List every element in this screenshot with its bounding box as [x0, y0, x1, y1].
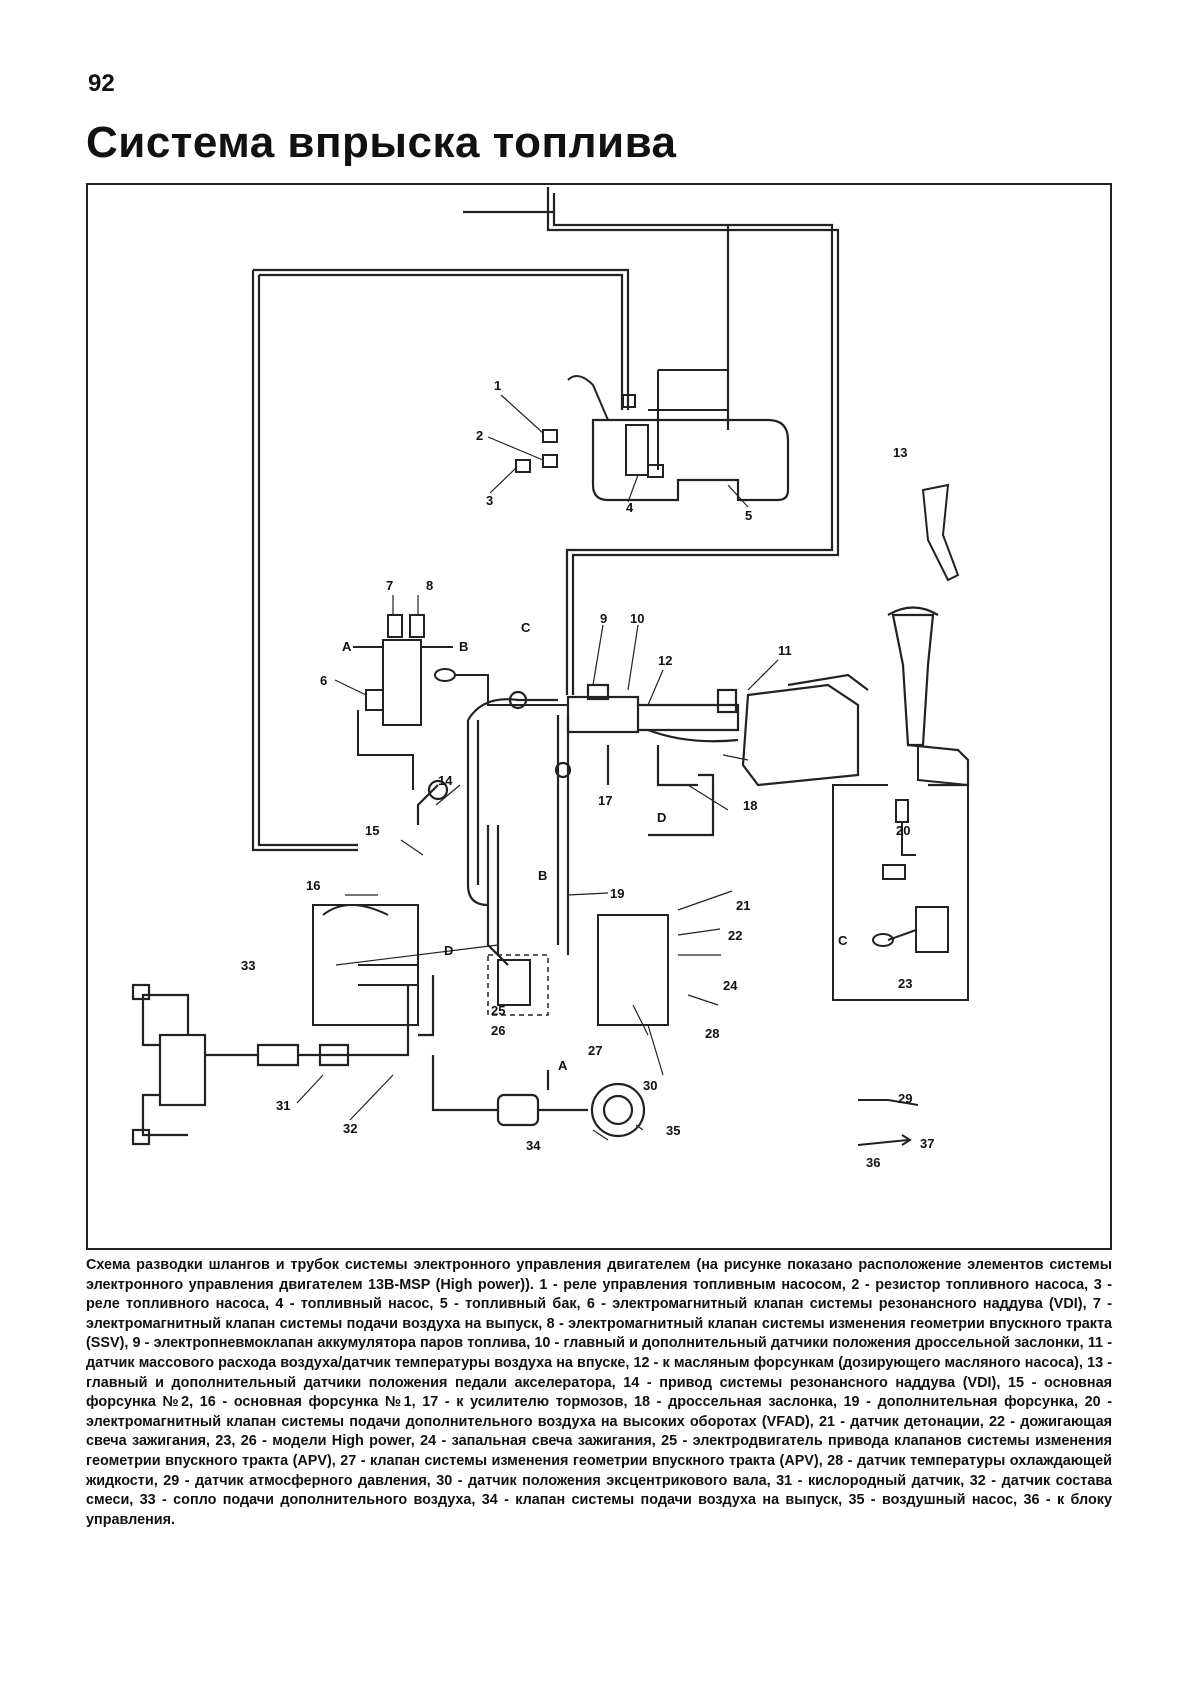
throttle-intake-assembly: [566, 606, 970, 787]
exhaust-system: [131, 975, 435, 1146]
callout-10: 10: [630, 611, 644, 626]
fuel-tank: [591, 418, 790, 502]
fuel-pump-assembly: [622, 369, 728, 478]
callout-36: 36: [866, 1155, 880, 1170]
callout-9: 9: [600, 611, 607, 626]
air-pump-assembly: [431, 1055, 646, 1138]
engine-control-hose-diagram: 1 2 3 4 5 6 7 8 9 10 11 12 13 14 15 16 1…: [86, 183, 1112, 1250]
letter-a-lower: A: [558, 1058, 568, 1073]
callout-19: 19: [610, 886, 624, 901]
callout-32: 32: [343, 1121, 357, 1136]
callout-7: 7: [386, 578, 393, 593]
callout-3: 3: [486, 493, 493, 508]
callout-28: 28: [705, 1026, 719, 1041]
hose-lines: [251, 187, 840, 852]
engine-tubes: [416, 690, 715, 966]
letter-b-lower: B: [538, 868, 547, 883]
callout-25: 25: [491, 1003, 505, 1018]
callout-33: 33: [241, 958, 255, 973]
callout-leaders: [296, 394, 779, 1141]
callout-37: 37: [920, 1136, 934, 1151]
callout-23: 23: [898, 976, 912, 991]
callout-1: 1: [494, 378, 501, 393]
tank-filler-neck: [567, 375, 609, 421]
callout-2: 2: [476, 428, 483, 443]
letter-c-top: C: [521, 620, 531, 635]
callout-11: 11: [778, 643, 792, 658]
solenoid-valve-block: [353, 614, 568, 790]
callout-31: 31: [276, 1098, 290, 1113]
callout-4: 4: [626, 500, 634, 515]
callout-labels: 1 2 3 4 5 6 7 8 9 10 11 12 13 14 15 16 1…: [241, 378, 934, 1170]
letter-d-right: D: [657, 810, 666, 825]
callout-18: 18: [743, 798, 757, 813]
callout-14: 14: [438, 773, 453, 788]
page-title: Система впрыска топлива: [86, 118, 677, 167]
callout-20: 20: [896, 823, 910, 838]
letter-d-lower: D: [444, 943, 453, 958]
callout-35: 35: [666, 1123, 680, 1138]
callout-24: 24: [723, 978, 738, 993]
callout-22: 22: [728, 928, 742, 943]
accelerator-pedal: [921, 483, 960, 582]
figure-caption: Схема разводки шлангов и трубок системы …: [86, 1257, 1112, 1528]
fuel-pump-relay-2: [515, 459, 531, 473]
callout-26: 26: [491, 1023, 505, 1038]
fuel-pump-relay: [542, 429, 558, 443]
letter-b-right: B: [459, 639, 468, 654]
vfad-loop: [832, 745, 969, 1001]
callout-6: 6: [320, 673, 327, 688]
sensor-stubs: [857, 1099, 919, 1146]
engine-block: [312, 904, 669, 1026]
callout-17: 17: [598, 793, 612, 808]
callout-29: 29: [898, 1091, 912, 1106]
callout-30: 30: [643, 1078, 657, 1093]
callout-5: 5: [745, 508, 752, 523]
letter-a-left: A: [342, 639, 352, 654]
callout-15: 15: [365, 823, 379, 838]
connection-letters: A B C D B D C A: [342, 620, 848, 1073]
callout-8: 8: [426, 578, 433, 593]
callout-12: 12: [658, 653, 672, 668]
letter-c-right: C: [838, 933, 848, 948]
apv-motor-box: [487, 954, 549, 1016]
page-number: 92: [88, 70, 115, 97]
callout-13: 13: [893, 445, 907, 460]
fuel-pump-resistor: [542, 454, 558, 468]
callout-21: 21: [736, 898, 750, 913]
callout-34: 34: [526, 1138, 541, 1153]
callout-27: 27: [588, 1043, 602, 1058]
diagram-svg: 1 2 3 4 5 6 7 8 9 10 11 12 13 14 15 16 1…: [131, 187, 970, 1170]
callout-16: 16: [306, 878, 320, 893]
